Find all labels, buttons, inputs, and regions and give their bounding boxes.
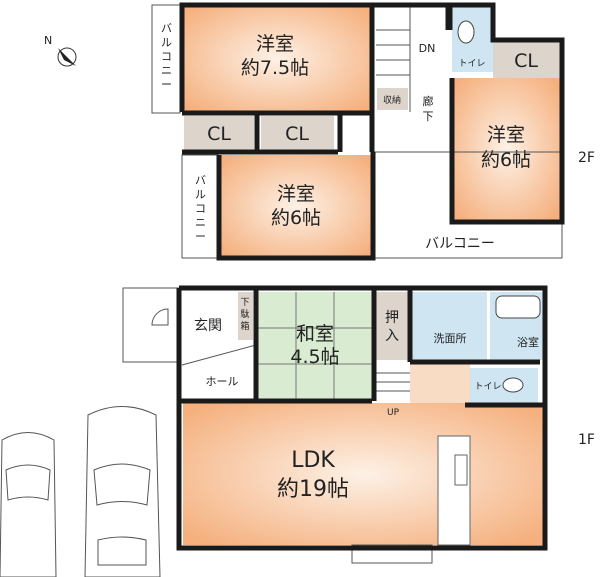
balcony-char: ニ [161, 64, 172, 77]
balcony-char: ー [161, 78, 172, 91]
closet-2 [261, 116, 334, 150]
walls-2f [179, 2, 565, 261]
floor-label-2f: 2F [578, 150, 595, 166]
room-size: 約6帖 [481, 149, 531, 171]
bathtub-icon [495, 295, 541, 319]
floor-label-1f: 1F [578, 432, 595, 448]
sink-icon [454, 454, 468, 486]
toilet-icon [457, 20, 475, 44]
floor-1: 玄関 下 駄 箱 ホール 和室 4.5帖 押 入 洗面所 浴室 トイレ [122, 285, 595, 564]
closet-label: CL [285, 123, 309, 145]
balcony-char: ル [195, 188, 206, 201]
western-room-7-5 [182, 5, 372, 112]
shoe-cabinet-label: 下 駄 箱 [240, 298, 249, 332]
shoe-cabinet [238, 292, 253, 340]
hallway-label: 廊 [423, 94, 434, 108]
porch [122, 287, 180, 363]
western-room-6-right [453, 78, 560, 220]
storage-label: 収納 [383, 94, 401, 106]
storage [377, 88, 408, 110]
room-size: 4.5帖 [290, 346, 339, 368]
room-name: LDK [291, 448, 335, 473]
compass-icon: N [44, 34, 77, 67]
bay-window [351, 544, 433, 564]
toilet-icon [502, 377, 524, 393]
room-name: 洋室 [256, 33, 294, 55]
balcony-char: ー [195, 230, 206, 243]
shoe-cabinet-char: 箱 [240, 320, 249, 332]
balcony-char: バ [195, 174, 206, 187]
closet-label: 押 [385, 310, 399, 326]
room-size: 約6帖 [271, 207, 321, 229]
ldk [183, 403, 543, 545]
step [181, 344, 257, 366]
hall-label: ホール [206, 375, 239, 388]
tatami-lines [258, 292, 372, 400]
bathroom-label: 浴室 [517, 335, 539, 349]
ldk-nook [410, 362, 470, 403]
balcony-char: バ [161, 22, 172, 35]
japanese-room [258, 292, 372, 400]
stairs-up-label: UP [387, 408, 400, 418]
balcony-char: ル [161, 36, 172, 49]
balcony-label: バルコニー [425, 236, 495, 252]
shoe-cabinet-char: 駄 [240, 308, 249, 320]
floor-2: バ ル コ ニ ー 洋室 約7.5帖 DN 収納 廊 下 トイレ CL 洋室 約… [151, 2, 595, 261]
shoe-cabinet-char: 下 [240, 298, 249, 308]
balcony-left-top-label: バ ル コ ニ ー [161, 22, 172, 91]
western-room-6-lower [219, 155, 373, 258]
kitchen-counter [437, 435, 471, 546]
stairs [376, 5, 411, 112]
balcony-char: ニ [195, 216, 206, 229]
toilet-label: トイレ [458, 59, 485, 69]
walls-1f [176, 285, 548, 551]
entrance-door[interactable] [151, 308, 169, 326]
closet-3 [493, 42, 560, 78]
hallway-label: 下 [423, 110, 434, 123]
car-icon [0, 432, 57, 577]
north-label: N [44, 34, 52, 47]
room-name: 洋室 [487, 124, 525, 146]
toilet-label: トイレ [474, 382, 501, 392]
balcony-left-lower-label: バ ル コ ニ ー [195, 174, 206, 243]
closet-label: 入 [385, 328, 399, 344]
balcony-char: コ [161, 50, 172, 63]
closet-label: CL [514, 50, 538, 72]
washroom [412, 292, 487, 360]
balcony-char: コ [195, 202, 206, 215]
washroom-label: 洗面所 [434, 332, 467, 345]
car-icon [84, 406, 161, 577]
closet-oshiire [376, 292, 408, 360]
stairs-down-label: DN [419, 42, 436, 55]
room-size: 約7.5帖 [241, 57, 309, 79]
entrance-label: 玄関 [194, 317, 222, 334]
room-size: 約19帖 [277, 477, 349, 502]
room-name: 和室 [296, 323, 334, 345]
room-name: 洋室 [277, 183, 315, 205]
closet-1 [184, 116, 254, 150]
closet-label: CL [207, 123, 231, 145]
stair-treads [376, 372, 410, 392]
